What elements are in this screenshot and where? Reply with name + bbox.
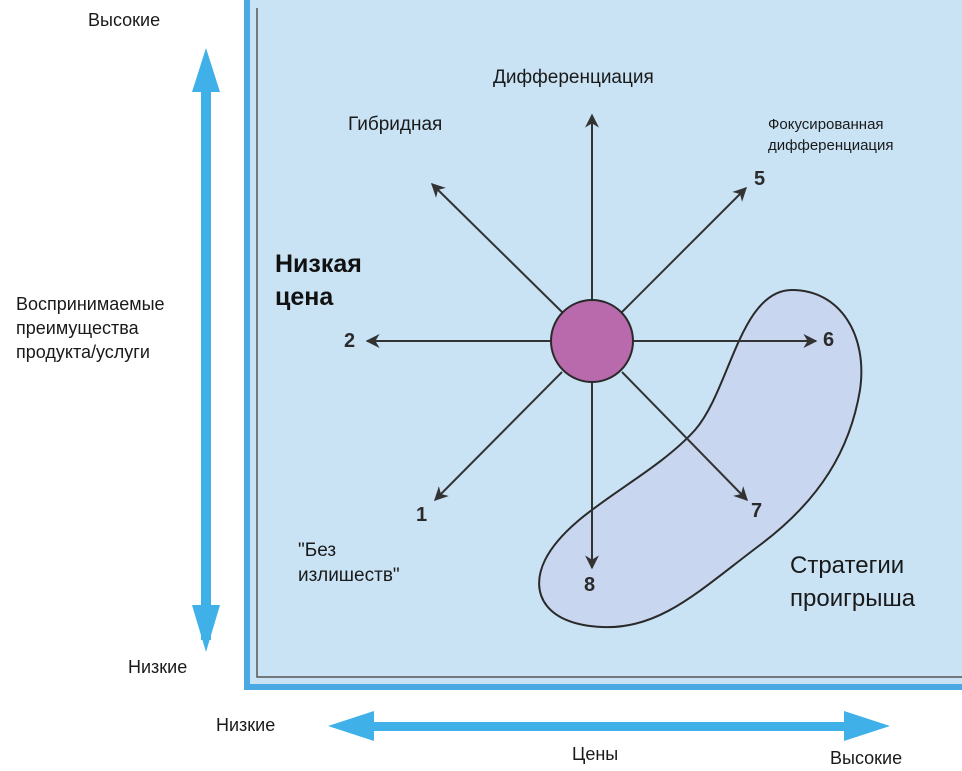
arrow-5	[621, 187, 747, 313]
strategy-focused-diff-line-2: дифференциация	[768, 137, 894, 154]
x-axis-right-label: Высокие	[830, 748, 903, 768]
strategy-differentiation-label: Дифференциация	[493, 67, 654, 88]
strategy-hybrid-label: Гибридная	[348, 114, 443, 135]
failure-zone	[538, 288, 863, 629]
y-axis-arrow	[192, 48, 220, 652]
route-number-6: 6	[823, 329, 835, 351]
arrow-7	[621, 371, 748, 502]
center-circle	[550, 299, 634, 383]
route-number-1: 1	[416, 504, 428, 526]
panel-axes-lines	[256, 8, 962, 678]
strategy-arrows	[365, 113, 818, 570]
route-number-8: 8	[584, 574, 596, 596]
failure-strategies-line-1: Стратегии	[790, 552, 905, 579]
strategy-no-frills-line-2: излишеств"	[298, 565, 400, 586]
arrow-hybrid	[431, 183, 563, 313]
x-axis-title: Цены	[572, 744, 619, 764]
failure-strategies-line-2: проигрыша	[790, 585, 916, 612]
y-axis-title-line-3: продукта/услуги	[16, 342, 150, 362]
y-axis-title-line-1: Воспринимаемые	[16, 294, 165, 314]
route-number-7: 7	[751, 500, 763, 522]
arrow-1	[434, 371, 563, 501]
y-axis-top-label: Высокие	[88, 10, 161, 30]
strategy-no-frills-line-1: "Без	[298, 540, 337, 561]
x-axis-arrow	[328, 711, 890, 741]
strategy-focused-diff-line-1: Фокусированная	[768, 116, 884, 133]
strategy-low-price-line-1: Низкая	[275, 250, 362, 278]
route-number-2: 2	[344, 330, 356, 352]
y-axis-title-line-2: преимущества	[16, 318, 139, 338]
x-axis-left-label: Низкие	[216, 715, 276, 735]
strategy-low-price-line-2: цена	[275, 283, 334, 311]
route-number-5: 5	[754, 168, 766, 190]
y-axis-bottom-label: Низкие	[128, 657, 188, 677]
